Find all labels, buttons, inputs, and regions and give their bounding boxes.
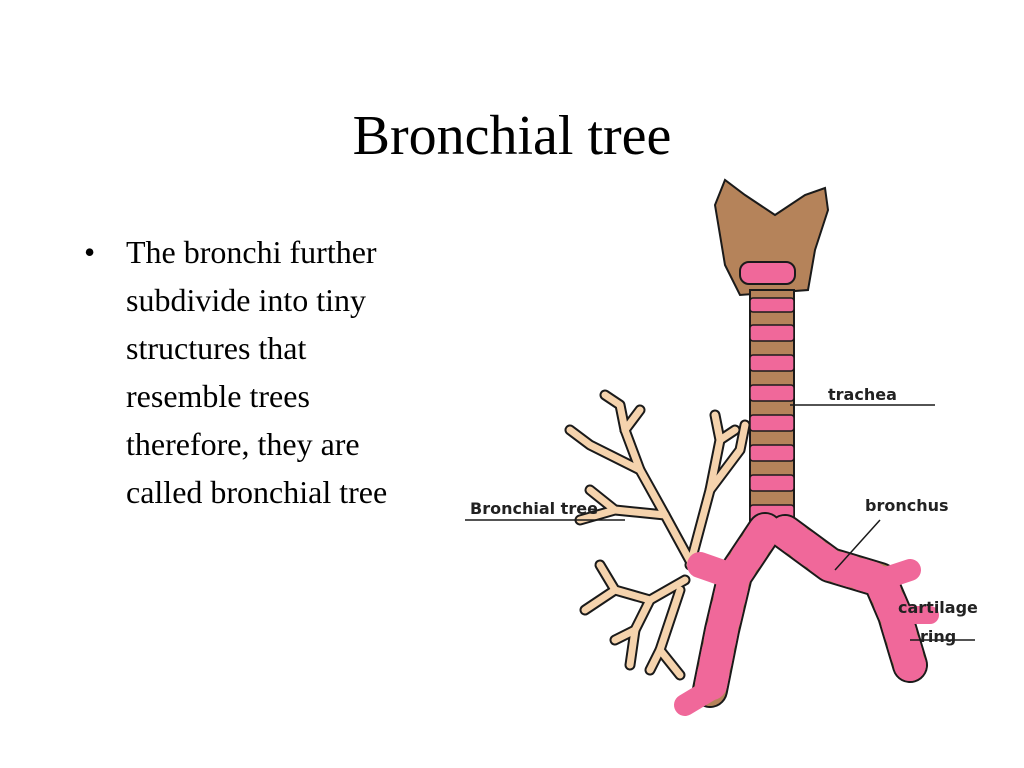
label-trachea: trachea <box>828 385 897 404</box>
label-bronchial-tree: Bronchial tree <box>470 499 598 518</box>
label-ring: ring <box>920 627 956 646</box>
bronchial-tree-branches <box>564 389 751 681</box>
label-bronchus: bronchus <box>865 496 949 515</box>
cricoid-ring <box>739 261 796 285</box>
label-cartilage: cartilage <box>898 598 978 617</box>
bullet-text: The bronchi further subdivide into tiny … <box>126 234 388 510</box>
bullet-item: • The bronchi further subdivide into tin… <box>84 228 474 516</box>
trachea <box>749 289 795 541</box>
bullet-list: • The bronchi further subdivide into tin… <box>84 228 474 516</box>
bullet-glyph: • <box>84 234 96 270</box>
slide-title: Bronchial tree <box>352 105 672 167</box>
leader-lines <box>465 404 975 641</box>
bronchi <box>674 512 939 716</box>
bronchial-tree-diagram: trachea Bronchial tree bronchus cartilag… <box>465 178 978 716</box>
